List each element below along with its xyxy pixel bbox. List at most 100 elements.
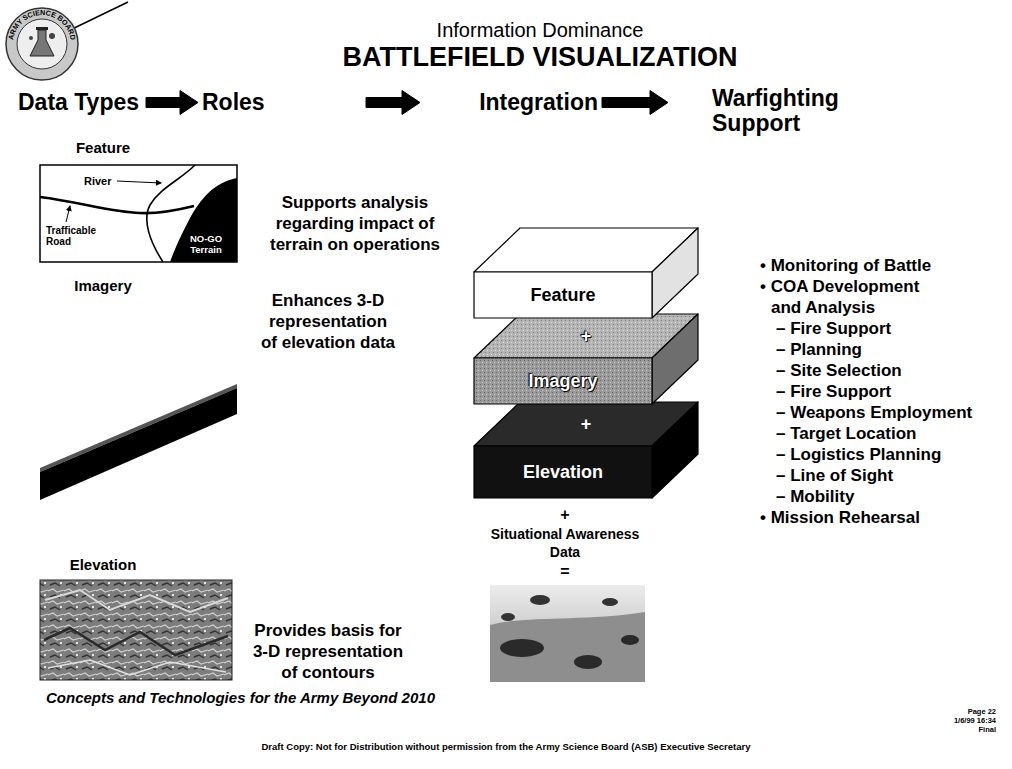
flow-arrow (146, 91, 198, 115)
layer-slab: Feature (474, 228, 698, 318)
map-label: River (84, 175, 112, 187)
support-item: – Target Location (776, 423, 916, 444)
text-slot: Final (900, 725, 996, 734)
logo-ring (6, 8, 78, 80)
scene-vehicle (500, 639, 544, 657)
face-slot: Imagery (474, 358, 652, 404)
text-slot: – Line of Sight (776, 465, 893, 486)
page-info: Page 22 (900, 707, 996, 716)
text-slot: Imagery (53, 277, 153, 295)
support-item: – Line of Sight (776, 465, 893, 486)
ridge-line (48, 660, 226, 675)
support-item: – Weapons Employment (776, 402, 972, 423)
flow-arrow (366, 91, 420, 115)
slab-front (474, 272, 652, 318)
integration-note: Situational Awareness Data (475, 525, 655, 561)
map-label: NO-GO Terrain (181, 234, 231, 255)
face-slot: + (497, 314, 675, 358)
column-heading: Roles (202, 90, 362, 115)
map-frame (40, 165, 237, 262)
footer-caption: Concepts and Technologies for the Army B… (46, 689, 435, 707)
support-item: • Mission Rehearsal (760, 507, 920, 528)
data-type-heading: Feature (53, 139, 153, 157)
data-type-heading: Imagery (53, 277, 153, 295)
feature-map (40, 165, 237, 262)
situational-picture (490, 585, 645, 682)
text-slot: – Logistics Planning (776, 444, 941, 465)
face-slot: Feature (474, 272, 652, 318)
text-slot: Draft Copy: Not for Distribution without… (0, 741, 1012, 753)
scene-terrain (490, 612, 645, 682)
text-slot: Elevation (53, 556, 153, 574)
text-slot: – Weapons Employment (776, 402, 972, 423)
text-slot: Supports analysis regarding impact of te… (260, 192, 450, 255)
layer-name: Elevation (523, 461, 603, 483)
operator-sign: + (581, 413, 592, 435)
no-go-area (170, 178, 237, 262)
text-slot: Trafficable Road (46, 225, 108, 247)
text-slot: Feature (53, 139, 153, 157)
operator-sign: + (515, 505, 615, 524)
text-slot: – Planning (776, 339, 862, 360)
slab-shape (474, 228, 700, 320)
heading-text: Warfighting Support (712, 86, 872, 136)
slab-front (474, 446, 652, 498)
ridge-line (44, 628, 228, 655)
heading-text: Roles (202, 90, 265, 115)
text-slot: River (84, 175, 112, 187)
text-slot: BATTLEFIELD VISUALIZATION (290, 42, 790, 73)
scene-ground (490, 585, 645, 682)
support-item: – Fire Support (776, 381, 891, 402)
corner-rule (66, 2, 128, 32)
text-slot: – Fire Support (776, 381, 891, 402)
leader-line (117, 181, 161, 183)
support-item: – Mobility (776, 486, 854, 507)
page-info: 1/6/99 16:34 (900, 716, 996, 725)
slab-side (652, 314, 698, 404)
text-slot: NO-GO Terrain (181, 234, 231, 255)
support-item: • Monitoring of Battle (760, 255, 931, 276)
text-slot: Information Dominance (290, 18, 790, 42)
distribution-notice: Draft Copy: Not for Distribution without… (0, 741, 1012, 753)
role-text: Provides basis for 3-D representation of… (248, 620, 408, 683)
slide-subtitle: Information Dominance (290, 18, 790, 42)
heading-text: Data Types (18, 90, 139, 115)
face-slot: + (497, 402, 675, 446)
text-slot: + (515, 505, 615, 524)
ridge-line (45, 590, 228, 612)
text-slot: – Target Location (776, 423, 916, 444)
bar-body (40, 388, 237, 500)
text-slot: = (515, 562, 615, 581)
slab-front (474, 358, 652, 404)
asb-logo: ARMY SCIENCE BOARD (6, 2, 128, 80)
text-slot: Concepts and Technologies for the Army B… (46, 689, 435, 707)
operator-sign: + (581, 325, 592, 347)
slab-side (652, 228, 698, 318)
text-slot: Enhances 3-D representation of elevation… (260, 290, 396, 353)
column-heading: Warfighting Support (672, 86, 874, 136)
logo-center (17, 19, 67, 69)
data-type-heading: Elevation (53, 556, 153, 574)
column-heading: Data Types (18, 90, 142, 115)
support-item: – Planning (776, 339, 862, 360)
support-item: – Logistics Planning (776, 444, 941, 465)
text-slot: Page 22 (900, 707, 996, 716)
layer-name: Feature (530, 284, 595, 306)
map-label: Trafficable Road (46, 225, 108, 247)
support-item: – Site Selection (776, 360, 902, 381)
text-slot: Provides basis for 3-D representation of… (248, 620, 408, 683)
text-slot: – Site Selection (776, 360, 902, 381)
column-heading: Integration (424, 90, 598, 115)
imagery-bar (40, 384, 237, 500)
text-slot: • COA Development and Analysis (760, 276, 935, 318)
support-item: – Fire Support (776, 318, 891, 339)
logo-text: ARMY SCIENCE BOARD (6, 8, 77, 41)
text-slot: – Mobility (776, 486, 854, 507)
layer-slab: + Imagery (474, 314, 698, 404)
logo-bubble (29, 36, 33, 40)
elevation-image (40, 580, 232, 680)
page-info: Final (900, 725, 996, 734)
bar-edge (40, 384, 237, 472)
face-slot: Elevation (474, 446, 652, 498)
